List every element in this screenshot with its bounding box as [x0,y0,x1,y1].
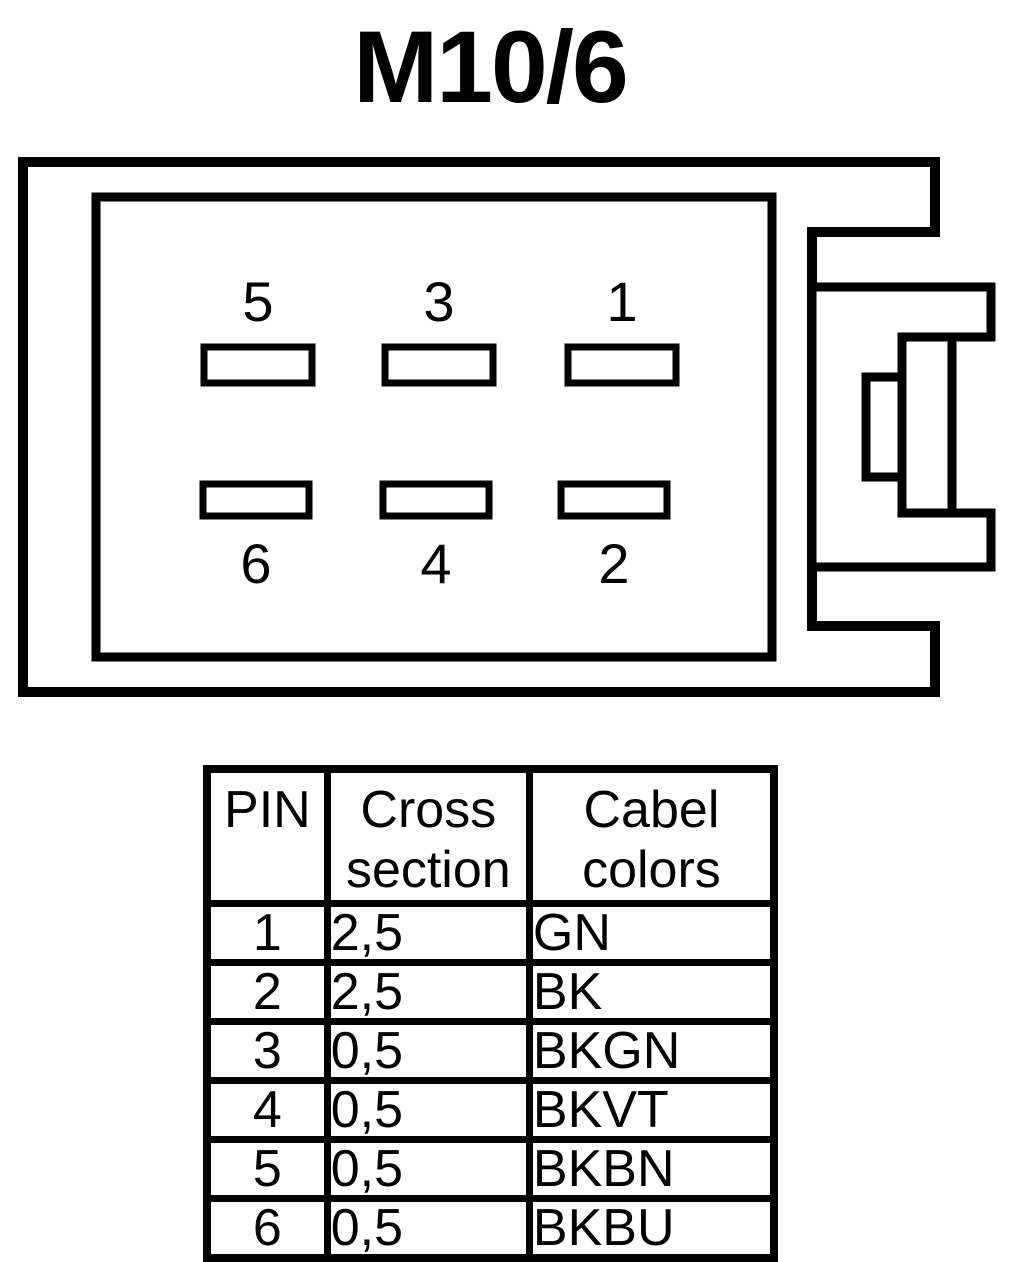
pin-label-1: 1 [606,270,637,333]
cross-section-cell: 0,5 [323,1018,533,1084]
cable-color-cell: BKGN [525,1018,778,1084]
cross-section-cell: 0,5 [323,1136,533,1202]
col-header-cross-section: Cross section [323,765,533,907]
cross-section-cell: 0,5 [323,1077,533,1143]
table-row-4: 4 0,5 BKVT [203,1077,778,1143]
table-row-6: 6 0,5 BKBU [203,1195,778,1262]
connector-face [91,192,777,662]
cable-color-cell: GN [525,900,778,966]
pin-label-4: 4 [420,532,451,595]
pin-cell: 3 [203,1018,331,1084]
table-row-1: 1 2,5 GN [203,900,778,966]
table-row-5: 5 0,5 BKBN [203,1136,778,1202]
pin-cell: 2 [203,959,331,1025]
cable-color-cell: BK [525,959,778,1025]
pin-slot-4 [379,480,493,520]
pin-cell: 4 [203,1077,331,1143]
col-header-cable-colors: Cabel colors [525,765,778,907]
pin-cell: 6 [203,1195,331,1262]
latch-blade [897,332,957,518]
cable-color-cell: BKBU [525,1195,778,1262]
cable-color-cell: BKVT [525,1077,778,1143]
pin-label-3: 3 [423,270,454,333]
pin-label-2: 2 [598,532,629,595]
cross-section-cell: 2,5 [323,959,533,1025]
table-row-2: 2 2,5 BK [203,959,778,1025]
col-header-pin: PIN [203,765,331,907]
cable-color-cell: BKBN [525,1136,778,1202]
pin-label-5: 5 [242,270,273,333]
pin-label-6: 6 [240,532,271,595]
pinout-table: PIN Cross section Cabel colors 1 2,5 GN … [203,765,778,1262]
pin-slot-3 [381,343,497,387]
table-header-row: PIN Cross section Cabel colors [203,765,778,907]
pin-slot-6 [199,480,313,520]
pin-slot-2 [557,480,671,520]
pin-slot-5 [200,343,316,387]
pin-slot-1 [564,343,680,387]
pin-cell: 5 [203,1136,331,1202]
cross-section-cell: 0,5 [323,1195,533,1262]
cross-section-cell: 2,5 [323,900,533,966]
connector-title: M10/6 [353,10,629,124]
connector-diagram: 5 3 1 6 4 2 [18,157,996,697]
table-row-3: 3 0,5 BKGN [203,1018,778,1084]
latch-blade-inner [861,372,907,482]
pin-cell: 1 [203,900,331,966]
